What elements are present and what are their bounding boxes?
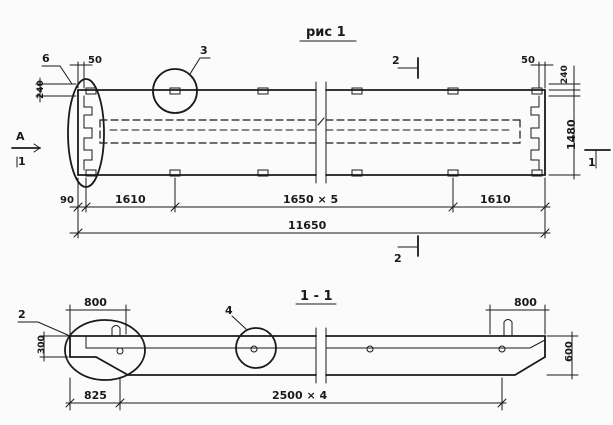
section-dim-300: [39, 331, 69, 362]
plan-dims-top-left: [35, 61, 93, 103]
callout-6: 6: [42, 52, 50, 65]
plan-dims-top-right: [530, 61, 581, 103]
dim-1650x5: 1650 × 5: [283, 193, 338, 206]
dim-2500x4: 2500 × 4: [272, 389, 327, 402]
section-marker-right: [584, 149, 611, 169]
detail-circle-3: [152, 68, 198, 114]
callout-2: 2: [18, 308, 26, 321]
dim-800-right: 800: [514, 296, 537, 309]
leader-4: [231, 315, 247, 330]
section-beam: [69, 319, 546, 384]
section-2-top-marker: [397, 57, 419, 79]
dim-50-right: 50: [521, 55, 535, 66]
section-title: 1 - 1: [300, 289, 333, 304]
section-dim-600: [546, 331, 579, 380]
leader-6: [41, 65, 73, 85]
view-a-label: А: [16, 130, 25, 143]
dim-11650: 11650: [288, 219, 327, 232]
section-2-bottom: 2: [394, 252, 402, 265]
dim-800-left: 800: [84, 296, 107, 309]
dim-825: 825: [84, 389, 107, 402]
plan-slab: [77, 81, 546, 184]
dim-50-left: 50: [88, 55, 102, 66]
detail-circle-4: [235, 327, 277, 369]
embedded-parts: [85, 87, 543, 177]
dim-240-left: 240: [36, 80, 46, 99]
leader-3: [189, 57, 211, 75]
section-right-label: 1: [588, 156, 596, 169]
leader-2: [17, 321, 71, 337]
plan-dims-bottom: [69, 177, 551, 239]
section-left-label: 1: [18, 155, 26, 168]
dim-90: 90: [60, 195, 74, 206]
plan-dim-height: [548, 85, 581, 180]
dim-240-right: 240: [560, 65, 570, 84]
section-dims-bottom: [65, 377, 507, 411]
section-dims-top: [65, 304, 550, 335]
figure-title: рис 1: [306, 25, 346, 40]
dim-1610-left: 1610: [115, 193, 146, 206]
detail-circle-2: [64, 319, 146, 381]
section-2-bottom-marker: [397, 235, 419, 257]
section-2-top: 2: [392, 54, 400, 67]
callout-3: 3: [200, 44, 208, 57]
dim-300: 300: [37, 335, 47, 354]
dim-1480: 1480: [565, 119, 578, 150]
dim-600: 600: [564, 341, 575, 362]
section-marker-left: [11, 143, 41, 153]
dim-1610-right: 1610: [480, 193, 511, 206]
callout-4: 4: [225, 304, 233, 317]
